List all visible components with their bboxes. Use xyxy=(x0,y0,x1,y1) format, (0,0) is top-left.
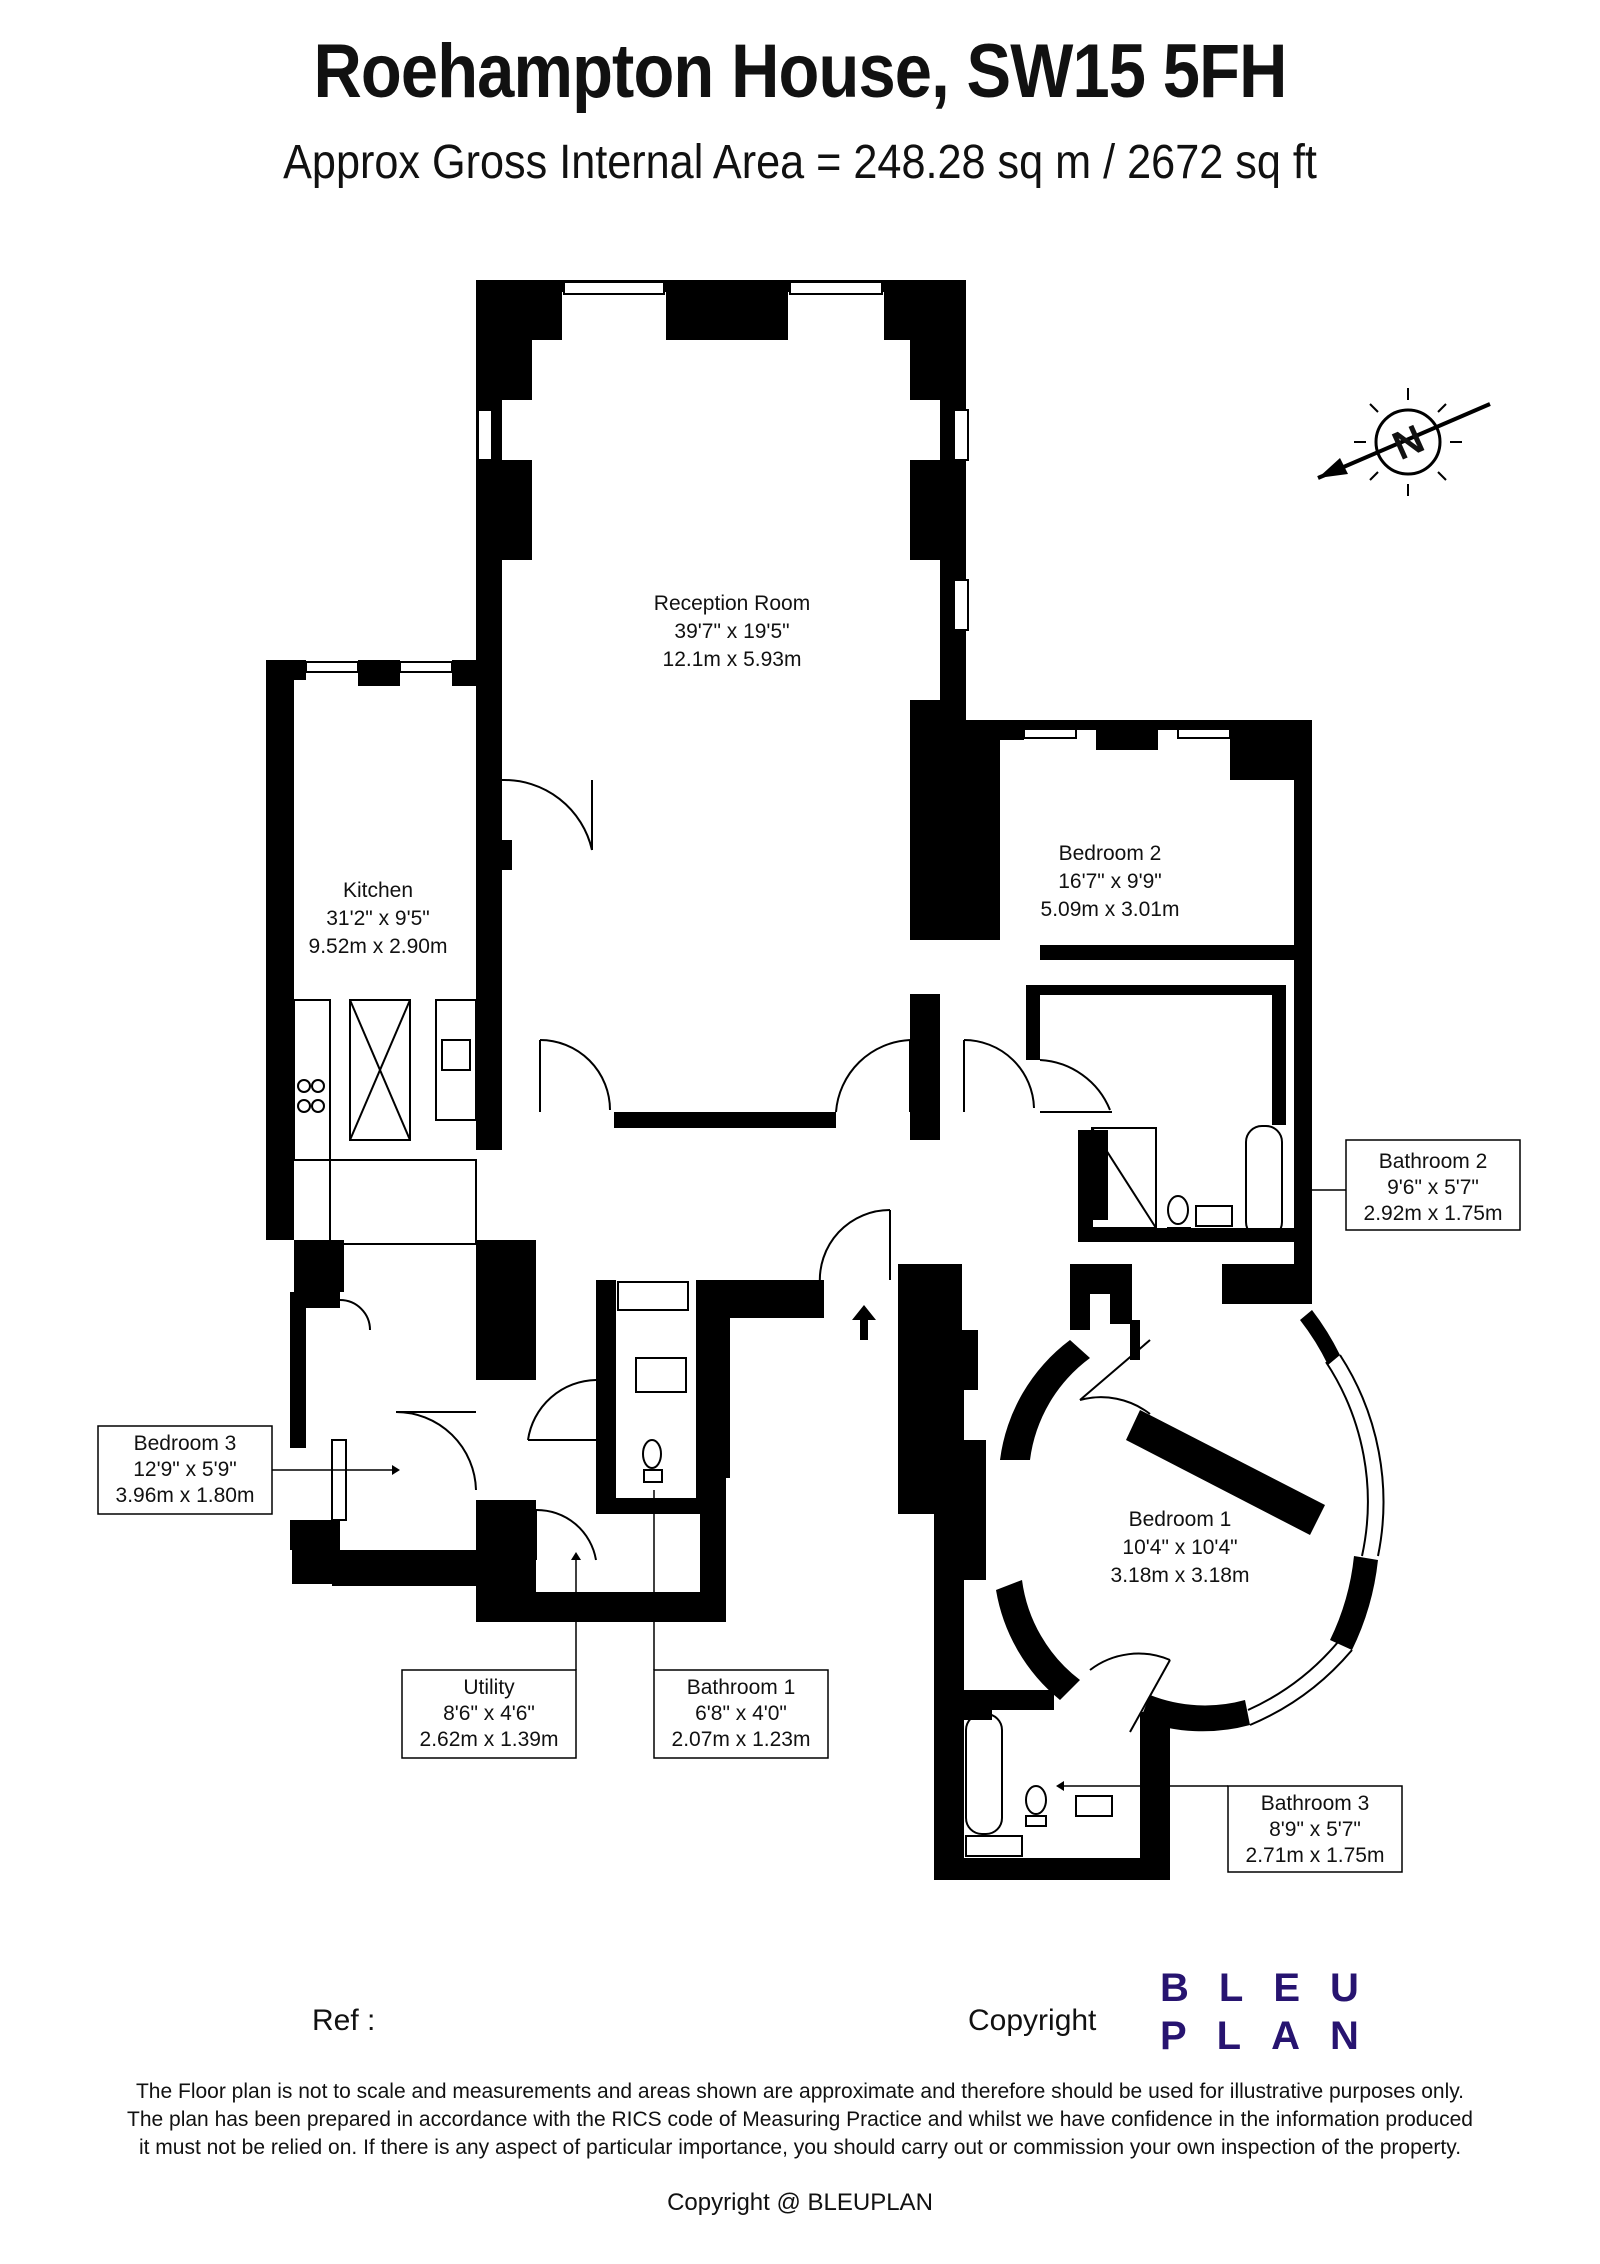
bathroom2-walls xyxy=(1078,1130,1294,1242)
room-label-kitchen: Kitchen 31'2" x 9'5" 9.52m x 2.90m xyxy=(309,879,448,958)
svg-text:12.1m x 5.93m: 12.1m x 5.93m xyxy=(663,648,802,671)
svg-text:12'9" x 5'9": 12'9" x 5'9" xyxy=(133,1458,237,1481)
bedroom3-walls xyxy=(290,1292,476,1586)
callout-utility: Utility 8'6" x 4'6" 2.62m x 1.39m xyxy=(401,1552,581,1759)
kitchen-walls xyxy=(266,660,502,1292)
svg-text:Bedroom 3: Bedroom 3 xyxy=(134,1432,237,1455)
reception-walls xyxy=(476,280,966,1080)
svg-text:6'8" x 4'0": 6'8" x 4'0" xyxy=(695,1702,787,1725)
svg-text:Bedroom 1: Bedroom 1 xyxy=(1129,1508,1232,1531)
doors xyxy=(339,778,1171,1733)
bleuplan-logo-line1: BLEU xyxy=(1160,1966,1389,2010)
svg-text:16'7" x 9'9": 16'7" x 9'9" xyxy=(1058,870,1162,893)
svg-text:2.07m x 1.23m: 2.07m x 1.23m xyxy=(672,1728,811,1751)
svg-text:8'6" x 4'6": 8'6" x 4'6" xyxy=(443,1702,535,1725)
svg-text:Bathroom 3: Bathroom 3 xyxy=(1261,1792,1370,1815)
disclaimer-text: The Floor plan is not to scale and measu… xyxy=(127,2080,1473,2159)
svg-text:9.52m x 2.90m: 9.52m x 2.90m xyxy=(309,935,448,958)
svg-text:9'6" x 5'7": 9'6" x 5'7" xyxy=(1387,1176,1479,1199)
svg-text:8'9" x 5'7": 8'9" x 5'7" xyxy=(1269,1818,1361,1841)
copyright-label: Copyright xyxy=(968,2004,1097,2037)
room-label-reception: Reception Room 39'7" x 19'5" 12.1m x 5.9… xyxy=(654,592,810,671)
footer-copyright: Copyright @ BLEUPLAN xyxy=(667,2189,933,2216)
room-label-bedroom1: Bedroom 1 10'4" x 10'4" 3.18m x 3.18m xyxy=(1111,1508,1250,1587)
ref-label: Ref : xyxy=(312,2004,376,2037)
svg-text:10'4" x 10'4": 10'4" x 10'4" xyxy=(1122,1536,1237,1559)
svg-text:Bathroom 2: Bathroom 2 xyxy=(1379,1150,1488,1173)
windows xyxy=(305,281,1231,1521)
svg-text:2.71m x 1.75m: 2.71m x 1.75m xyxy=(1246,1844,1385,1867)
central-walls xyxy=(476,994,962,1622)
svg-text:3.18m x 3.18m: 3.18m x 3.18m xyxy=(1111,1564,1250,1587)
svg-text:Kitchen: Kitchen xyxy=(343,879,413,902)
svg-text:Bathroom 1: Bathroom 1 xyxy=(687,1676,796,1699)
svg-text:2.92m x 1.75m: 2.92m x 1.75m xyxy=(1364,1202,1503,1225)
svg-text:3.96m x 1.80m: 3.96m x 1.80m xyxy=(116,1484,255,1507)
callout-bedroom3: Bedroom 3 12'9" x 5'9" 3.96m x 1.80m xyxy=(97,1425,400,1515)
bedroom2-walls xyxy=(940,720,1312,1280)
area-subtitle: Approx Gross Internal Area = 248.28 sq m… xyxy=(283,136,1317,189)
bedroom1-bay-windows xyxy=(1247,1354,1385,1726)
entrance-arrow-icon xyxy=(852,1305,876,1340)
bleuplan-logo-line2: PLAN xyxy=(1160,2014,1389,2058)
bathroom-fixtures xyxy=(617,1125,1283,1857)
svg-text:Utility: Utility xyxy=(463,1676,515,1699)
svg-text:Bedroom 2: Bedroom 2 xyxy=(1059,842,1162,865)
svg-text:Reception Room: Reception Room xyxy=(654,592,810,615)
svg-text:31'2" x 9'5": 31'2" x 9'5" xyxy=(326,907,430,930)
page-title: Roehampton House, SW15 5FH xyxy=(313,29,1287,114)
kitchen-units xyxy=(293,999,477,1245)
callout-bathroom3: Bathroom 3 8'9" x 5'7" 2.71m x 1.75m xyxy=(1056,1781,1403,1873)
bedroom1-walls xyxy=(934,1264,1378,1880)
compass-icon: N xyxy=(1317,388,1491,496)
callout-bathroom2: Bathroom 2 9'6" x 5'7" 2.92m x 1.75m xyxy=(1294,1139,1521,1231)
svg-text:39'7" x 19'5": 39'7" x 19'5" xyxy=(674,620,789,643)
callout-bathroom1: Bathroom 1 6'8" x 4'0" 2.07m x 1.23m xyxy=(653,1490,829,1759)
svg-text:2.62m x 1.39m: 2.62m x 1.39m xyxy=(420,1728,559,1751)
room-label-bedroom2: Bedroom 2 16'7" x 9'9" 5.09m x 3.01m xyxy=(1041,842,1180,921)
svg-text:5.09m x 3.01m: 5.09m x 3.01m xyxy=(1041,898,1180,921)
